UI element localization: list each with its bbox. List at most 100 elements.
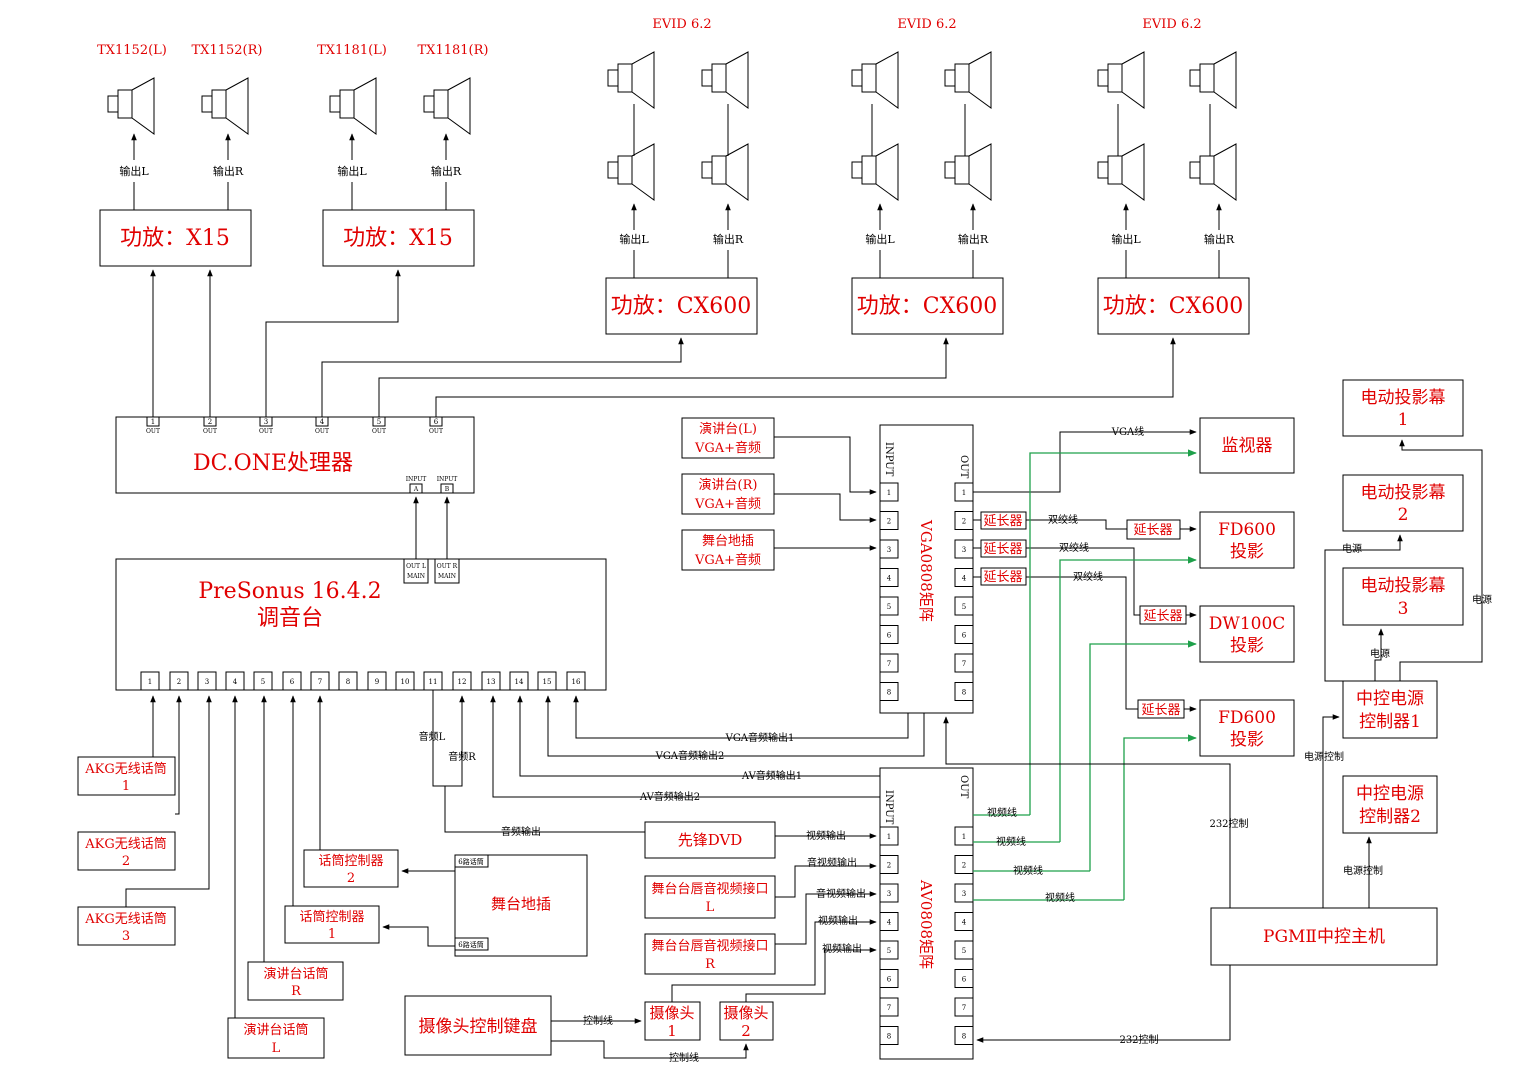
extender-fd600-1: 延长器 — [1126, 519, 1181, 540]
svg-text:OUT R: OUT R — [437, 563, 458, 570]
svg-text:4: 4 — [962, 919, 967, 927]
mixer-channel-port: 10 — [395, 671, 415, 691]
svg-text:7: 7 — [887, 660, 891, 668]
svg-text:1: 1 — [962, 833, 966, 841]
vga-matrix-input-port: 7 — [879, 653, 899, 673]
svg-text:电动投影幕: 电动投影幕 — [1361, 388, 1446, 408]
av-matrix-output-port: 8 — [954, 1026, 974, 1045]
stage-floor-plug: 舞台地插 6路话筒 6路话筒 — [454, 854, 588, 957]
speaker-icon — [423, 77, 471, 135]
speaker-label-tx1181r: TX1181(R) — [418, 43, 489, 58]
audio-l-label: 音频L — [419, 730, 446, 743]
vga-matrix-name: VGA0808矩阵 — [917, 519, 935, 622]
extender-fd600-2: 延长器 — [1137, 699, 1185, 719]
svg-text:舞台地插: 舞台地插 — [702, 534, 754, 549]
projector-fd600-2: FD600 投影 — [1199, 699, 1295, 757]
svg-text:控制器1: 控制器1 — [1359, 712, 1421, 732]
motorized-screen-3: 电动投影幕 3 — [1342, 567, 1464, 626]
svg-text:视频线: 视频线 — [996, 835, 1026, 848]
svg-text:2: 2 — [741, 1022, 751, 1040]
svg-text:控制线: 控制线 — [669, 1051, 699, 1064]
output-label-l: 输出L — [619, 232, 649, 246]
svg-text:6: 6 — [434, 418, 439, 426]
svg-text:中控电源: 中控电源 — [1356, 784, 1424, 804]
svg-text:INPUT: INPUT — [883, 790, 894, 825]
mixer-channel-port: 4 — [225, 671, 245, 691]
svg-text:OUT: OUT — [958, 775, 969, 799]
svg-text:投影: 投影 — [1230, 542, 1264, 562]
speaker-label-tx1181l: TX1181(L) — [317, 43, 387, 58]
svg-text:INPUT: INPUT — [883, 442, 894, 477]
svg-text:AKG无线话筒: AKG无线话筒 — [84, 836, 167, 852]
mixer-channel-port: 5 — [253, 671, 273, 691]
svg-text:电源控制: 电源控制 — [1304, 750, 1344, 763]
svg-text:VGA+音频: VGA+音频 — [694, 552, 761, 568]
mic-podium-l: 演讲台话筒 L — [227, 1017, 325, 1059]
speaker-icon — [201, 77, 249, 135]
svg-text:投影: 投影 — [1230, 636, 1264, 656]
amp-cx600-3: 功放：CX600 — [1097, 277, 1250, 335]
svg-text:DW100C: DW100C — [1209, 614, 1286, 634]
amp-cx600-3-label: 功放：CX600 — [1103, 294, 1244, 319]
svg-text:OUT: OUT — [958, 455, 969, 479]
vga-matrix-input-port: 3 — [879, 539, 899, 559]
svg-text:2: 2 — [1398, 505, 1409, 525]
speaker-label-tx1152l: TX1152(L) — [97, 43, 167, 58]
svg-text:2: 2 — [962, 518, 966, 526]
av-matrix-output-port: 2 — [954, 855, 974, 874]
mixer-channel-port: 13 — [481, 671, 501, 691]
av-matrix-input-port: 7 — [879, 997, 899, 1017]
mic-akg-2: AKG无线话筒 2 — [77, 831, 176, 871]
svg-text:4: 4 — [887, 919, 892, 927]
svg-text:FD600: FD600 — [1218, 520, 1276, 540]
svg-text:6: 6 — [887, 976, 892, 984]
svg-text:4: 4 — [320, 418, 325, 426]
svg-text:3: 3 — [264, 418, 268, 426]
svg-text:OUT: OUT — [146, 428, 160, 435]
vga-matrix-output-port: 4 — [954, 568, 974, 587]
svg-text:舞台台唇音视频接口: 舞台台唇音视频接口 — [651, 938, 768, 954]
svg-text:话筒控制器: 话筒控制器 — [299, 909, 364, 925]
evid-speaker-array: EVID 6.2 EVID 6.2 EVID 6.2 输出L 输出R 输出L — [607, 17, 1237, 278]
av-matrix-output-port: 4 — [954, 912, 974, 931]
svg-text:OUT: OUT — [429, 428, 443, 435]
mixer-channel-port: 3 — [197, 671, 217, 691]
svg-text:4: 4 — [887, 575, 892, 583]
svg-text:5: 5 — [962, 947, 966, 955]
vga-source-podium-r: 演讲台(R) VGA+音频 — [681, 473, 775, 515]
vga-matrix-output-port: 5 — [954, 596, 974, 616]
svg-text:7: 7 — [887, 1004, 891, 1012]
speaker-icon — [701, 143, 749, 201]
svg-text:OUT: OUT — [203, 428, 217, 435]
mixer-channel-port: 2 — [169, 671, 189, 691]
svg-text:6路话筒: 6路话筒 — [458, 940, 483, 949]
svg-text:MAIN: MAIN — [438, 573, 456, 580]
svg-text:13: 13 — [487, 678, 496, 686]
av-matrix-input-port: 1 — [879, 826, 899, 846]
mic-akg-3: AKG无线话筒 3 — [77, 906, 176, 946]
amp-cx600-2: 功放：CX600 — [851, 277, 1004, 335]
av-matrix-input-port: 2 — [879, 855, 899, 874]
mic-controller-1: 话筒控制器 1 — [284, 905, 380, 944]
svg-text:演讲台(R): 演讲台(R) — [699, 477, 758, 493]
speaker-icon — [851, 51, 899, 109]
svg-text:电源: 电源 — [1370, 647, 1390, 660]
output-label-r: 输出R — [713, 232, 744, 246]
svg-text:1: 1 — [887, 489, 891, 497]
svg-text:延长器: 延长器 — [983, 570, 1022, 585]
evid-label-2: EVID 6.2 — [897, 17, 956, 32]
av-matrix-input-port: 3 — [879, 883, 899, 903]
svg-text:8: 8 — [346, 678, 350, 686]
svg-text:2: 2 — [177, 678, 181, 686]
vga-matrix-output-port: 3 — [954, 539, 974, 559]
svg-text:B: B — [445, 486, 450, 493]
vga-matrix-input-port: 5 — [879, 596, 899, 616]
pgm-control-host: PGMⅡ中控主机 — [1210, 907, 1438, 966]
svg-text:3: 3 — [962, 890, 966, 898]
av-audio-out2-label: AV音频输出2 — [639, 790, 700, 803]
amp-x15-1-label: 功放：X15 — [120, 226, 230, 251]
svg-text:8: 8 — [962, 689, 966, 697]
